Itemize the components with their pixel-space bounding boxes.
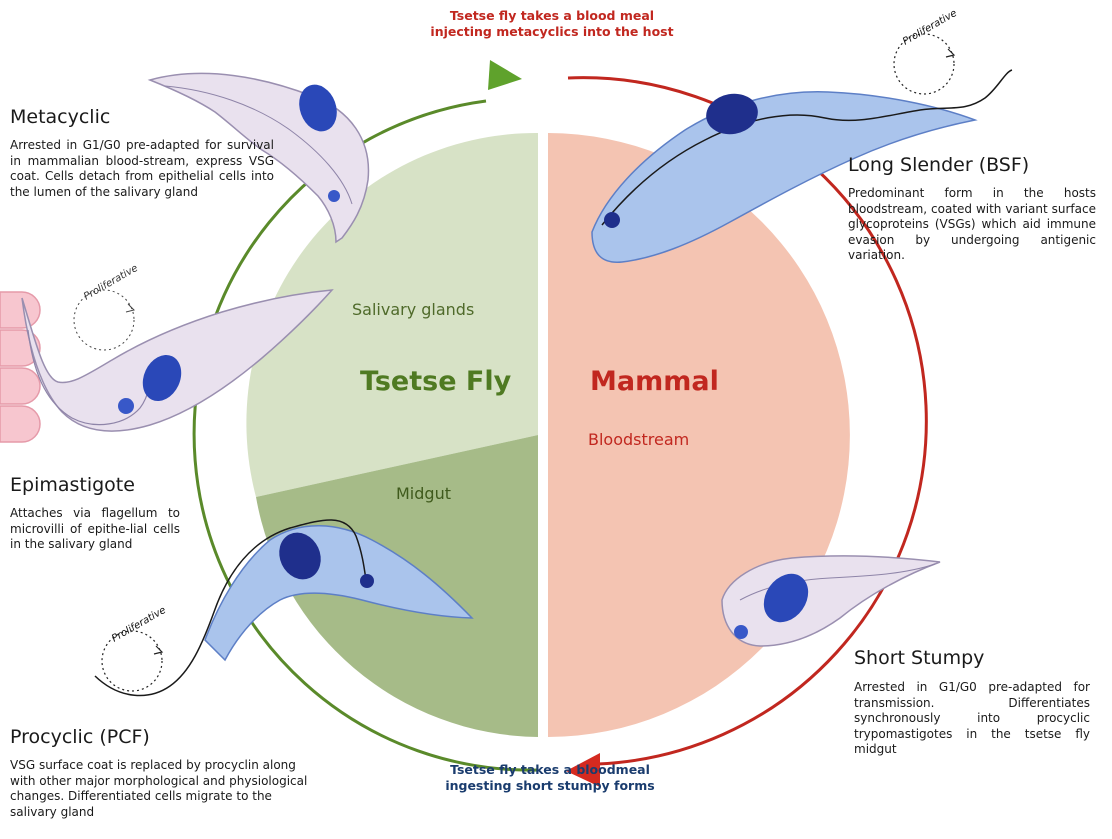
procyclic-title: Procyclic (PCF) — [10, 726, 150, 748]
proliferative-cycle-epimastigote — [74, 290, 134, 350]
region-label-salivary-glands: Salivary glands — [352, 300, 474, 319]
host-label-mammal: Mammal — [590, 366, 719, 397]
short-stumpy-body — [722, 556, 940, 646]
proliferative-label-bsf: Proliferative — [901, 8, 959, 48]
epimastigote-description: Attaches via flagellum to microvilli of … — [10, 506, 180, 553]
injection-note: Tsetse fly takes a blood meal injecting … — [392, 8, 712, 40]
short-stumpy-cell — [722, 556, 940, 646]
epimastigote-kinetoplast — [118, 398, 134, 414]
short-stumpy-description: Arrested in G1/G0 pre-adapted for transm… — [854, 680, 1090, 758]
proliferative-label-epimastigote: Proliferative — [82, 263, 140, 303]
metacyclic-kinetoplast — [328, 190, 340, 202]
epithelial-cell — [0, 368, 40, 404]
procyclic-kinetoplast — [360, 574, 374, 588]
dotted-cycle — [102, 631, 162, 691]
cycle-arrowhead — [154, 646, 162, 654]
region-label-bloodstream: Bloodstream — [588, 430, 689, 449]
metacyclic-description: Arrested in G1/G0 pre-adapted for surviv… — [10, 138, 274, 200]
long-slender-kinetoplast — [604, 212, 620, 228]
injection-note-line2: injecting metacyclics into the host — [392, 24, 712, 40]
host-label-tsetse-fly: Tsetse Fly — [360, 366, 511, 397]
short-stumpy-title: Short Stumpy — [854, 647, 984, 669]
ingestion-note-line2: ingesting short stumpy forms — [380, 778, 720, 794]
fly-half — [246, 133, 538, 737]
cycle-arrowhead — [126, 304, 134, 312]
long-slender-title: Long Slender (BSF) — [848, 154, 1029, 176]
ingestion-note-line1: Tsetse fly takes a bloodmeal — [380, 762, 720, 778]
dotted-cycle — [74, 290, 134, 350]
epithelial-cell — [0, 292, 40, 328]
procyclic-description: VSG surface coat is replaced by procycli… — [10, 758, 310, 820]
cycle-arrowhead — [946, 49, 954, 57]
short-stumpy-kinetoplast — [734, 625, 748, 639]
ingestion-note: Tsetse fly takes a bloodmeal ingesting s… — [380, 762, 720, 794]
injection-note-line1: Tsetse fly takes a blood meal — [392, 8, 712, 24]
epithelial-cell — [0, 406, 40, 442]
epithelial-cells — [0, 292, 40, 442]
region-label-midgut: Midgut — [396, 484, 451, 503]
metacyclic-title: Metacyclic — [10, 106, 110, 128]
epimastigote-title: Epimastigote — [10, 474, 135, 496]
proliferative-label-procyclic: Proliferative — [110, 605, 168, 645]
injection-arrowhead — [488, 60, 522, 90]
long-slender-description: Predominant form in the hosts bloodstrea… — [848, 186, 1096, 264]
proliferative-cycle-procyclic — [102, 631, 162, 691]
